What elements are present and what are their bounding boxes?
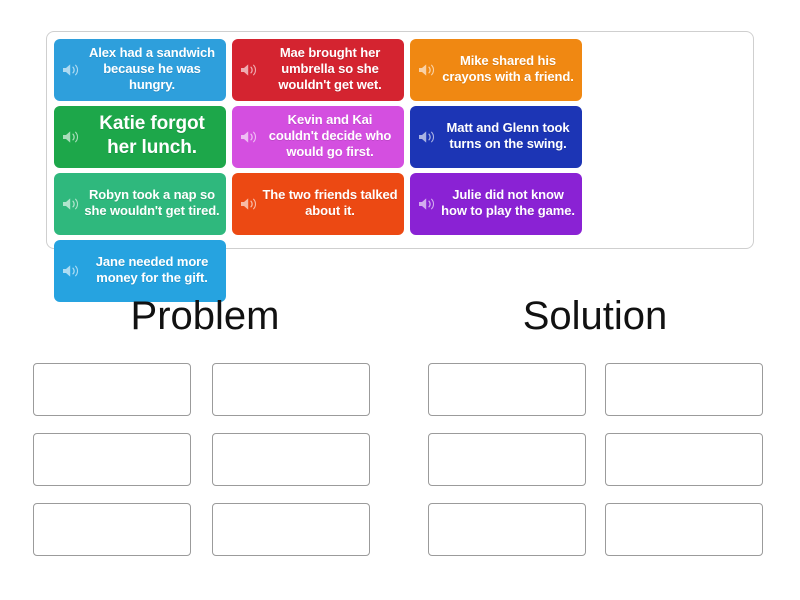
- speaker-icon[interactable]: [418, 129, 436, 145]
- column-heading-problem: Problem: [130, 294, 280, 338]
- drop-zone-problem[interactable]: [212, 433, 370, 486]
- word-card[interactable]: Alex had a sandwich because he was hungr…: [54, 39, 226, 101]
- word-bank-grid: Alex had a sandwich because he was hungr…: [54, 39, 747, 302]
- word-card-label: Mike shared his crayons with a friend.: [442, 53, 574, 84]
- drop-zone-solution[interactable]: [605, 363, 763, 416]
- word-card-label: Alex had a sandwich because he was hungr…: [89, 45, 215, 92]
- word-card[interactable]: Kevin and Kai couldn't decide who would …: [232, 106, 404, 168]
- word-card[interactable]: The two friends talked about it.: [232, 173, 404, 235]
- speaker-icon[interactable]: [240, 129, 258, 145]
- speaker-icon[interactable]: [418, 196, 436, 212]
- speaker-icon[interactable]: [62, 263, 80, 279]
- speaker-icon[interactable]: [240, 62, 258, 78]
- speaker-icon[interactable]: [240, 196, 258, 212]
- word-card-label: Mae brought her umbrella so she wouldn't…: [278, 45, 382, 92]
- word-card[interactable]: Katie forgot her lunch.: [54, 106, 226, 168]
- drop-zone-solution[interactable]: [428, 503, 586, 556]
- drop-zone-problem[interactable]: [33, 503, 191, 556]
- drop-zone-problem[interactable]: [33, 433, 191, 486]
- word-card[interactable]: Julie did not know how to play the game.: [410, 173, 582, 235]
- word-card[interactable]: Matt and Glenn took turns on the swing.: [410, 106, 582, 168]
- word-card-label: Jane needed more money for the gift.: [95, 254, 209, 285]
- word-card-label: Kevin and Kai couldn't decide who would …: [268, 112, 392, 159]
- drop-zone-solution[interactable]: [428, 363, 586, 416]
- speaker-icon[interactable]: [62, 62, 80, 78]
- drop-zone-solution[interactable]: [605, 433, 763, 486]
- word-card[interactable]: Jane needed more money for the gift.: [54, 240, 226, 302]
- word-card[interactable]: Robyn took a nap so she wouldn't get tir…: [54, 173, 226, 235]
- drop-zone-problem[interactable]: [212, 363, 370, 416]
- speaker-icon[interactable]: [418, 62, 436, 78]
- drop-zone-problem[interactable]: [33, 363, 191, 416]
- speaker-icon[interactable]: [62, 196, 80, 212]
- drop-zone-solution[interactable]: [428, 433, 586, 486]
- word-card-label: The two friends talked about it.: [262, 187, 398, 218]
- word-card[interactable]: Mae brought her umbrella so she wouldn't…: [232, 39, 404, 101]
- column-heading-solution: Solution: [522, 294, 668, 338]
- drop-zone-solution[interactable]: [605, 503, 763, 556]
- word-card-label: Robyn took a nap so she wouldn't get tir…: [84, 187, 220, 218]
- word-card-label: Matt and Glenn took turns on the swing.: [446, 120, 570, 151]
- drop-zone-problem[interactable]: [212, 503, 370, 556]
- word-card-label: Julie did not know how to play the game.: [441, 187, 575, 218]
- word-card[interactable]: Mike shared his crayons with a friend.: [410, 39, 582, 101]
- word-bank-tray: Alex had a sandwich because he was hungr…: [46, 31, 754, 302]
- word-card-label: Katie forgot her lunch.: [99, 113, 205, 158]
- speaker-icon[interactable]: [62, 129, 80, 145]
